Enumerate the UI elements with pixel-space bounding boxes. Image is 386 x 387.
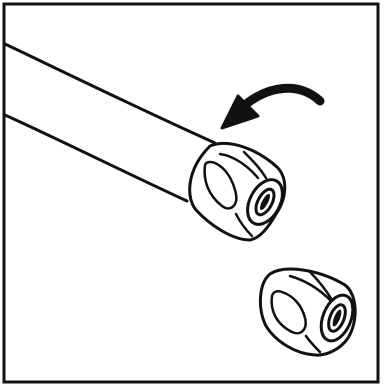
- hose: [3, 42, 217, 203]
- loose-nut-icon: [259, 267, 357, 357]
- rotation-arrow-icon: [220, 83, 325, 130]
- frame-border: [2, 2, 380, 384]
- attached-nut-icon: [188, 141, 287, 242]
